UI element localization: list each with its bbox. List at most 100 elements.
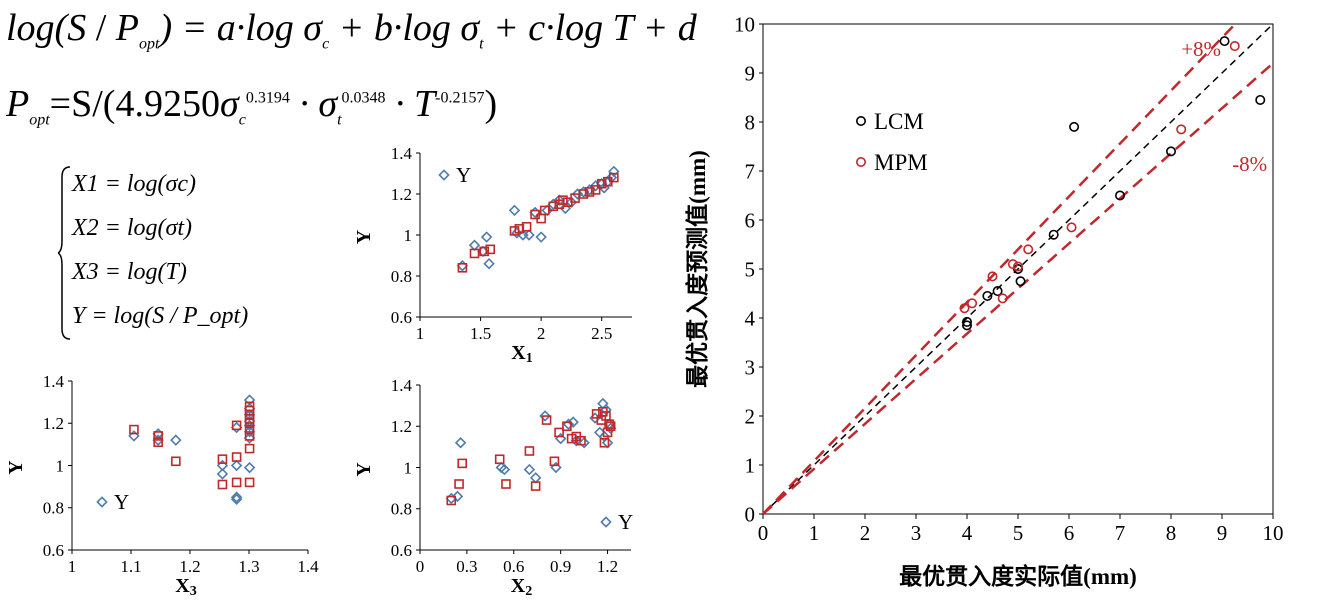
data-point <box>216 459 229 472</box>
x-tick-label: 10 <box>1263 521 1284 545</box>
reference-line <box>762 23 1274 515</box>
data-point <box>457 262 468 273</box>
y-tick-label: 1 <box>745 453 756 477</box>
data-point <box>244 431 255 441</box>
data-point <box>1015 276 1026 287</box>
data-point <box>1229 41 1240 52</box>
data-point <box>541 415 552 425</box>
data-point <box>1023 244 1034 255</box>
y-tick-label: 2 <box>745 404 756 428</box>
data-point <box>243 461 256 474</box>
y-tick-label: 0.8 <box>43 499 64 518</box>
x-axis-title: X3 <box>175 575 196 599</box>
data-point <box>1255 94 1266 105</box>
x-tick-label: 1 <box>68 557 77 576</box>
data-point <box>494 454 505 465</box>
y-tick-label: 5 <box>745 257 756 281</box>
y-axis-title: Y <box>353 462 375 477</box>
data-point <box>511 227 523 239</box>
y-tick-label: 6 <box>745 208 756 232</box>
data-point <box>982 290 993 301</box>
reference-line-label: -8% <box>1232 152 1267 176</box>
y-tick-label: 1 <box>56 456 65 475</box>
data-point <box>997 293 1008 304</box>
y-tick-label: 0.6 <box>43 541 64 560</box>
y-tick-label: 7 <box>745 159 756 183</box>
x-tick-label: 0.6 <box>503 557 524 576</box>
y-tick-label: 8 <box>745 110 756 134</box>
y-axis-title: Y <box>353 229 375 244</box>
x-tick-label: 1.1 <box>120 557 141 576</box>
x-tick-label: 7 <box>1115 521 1126 545</box>
x-tick-label: 1.2 <box>179 557 200 576</box>
data-point <box>1069 121 1080 132</box>
reference-line <box>762 62 1274 515</box>
data-point <box>523 229 535 241</box>
data-point <box>604 419 614 429</box>
x-tick-label: 1.3 <box>238 557 259 576</box>
data-point <box>230 421 243 434</box>
data-point <box>243 419 256 432</box>
data-point <box>987 271 998 282</box>
data-point <box>1176 124 1187 135</box>
data-point <box>243 394 256 406</box>
data-point <box>454 437 467 449</box>
legend-label: Y <box>114 490 129 514</box>
data-point <box>231 477 242 488</box>
y-tick-label: 9 <box>745 61 756 85</box>
y-tick-label: 3 <box>745 355 756 379</box>
data-point <box>483 257 495 270</box>
x-axis-title: X2 <box>511 575 532 599</box>
def-x3: X3 = log(T) <box>72 259 187 285</box>
x-tick-label: 2 <box>860 521 871 545</box>
data-point <box>244 443 255 454</box>
x-tick-label: 1 <box>809 521 820 545</box>
x-tick-label: 2 <box>537 324 546 343</box>
x-tick-label: 2.5 <box>591 324 612 343</box>
x-tick-label: 0 <box>758 521 769 545</box>
legend-label: Y <box>456 163 471 187</box>
y-tick-label: 1.2 <box>43 414 64 433</box>
data-point <box>451 490 464 503</box>
data-point <box>469 248 480 259</box>
y-tick-label: 1.2 <box>391 417 412 436</box>
left-brace <box>58 166 71 340</box>
data-point <box>498 463 511 476</box>
data-point <box>992 286 1003 297</box>
data-point <box>153 437 163 448</box>
y-tick-label: 1.4 <box>43 372 65 391</box>
data-point <box>230 493 243 506</box>
data-point <box>171 456 181 467</box>
def-x2: X2 = log(σt) <box>72 215 193 241</box>
data-point <box>549 456 560 467</box>
x-tick-label: 4 <box>962 521 973 545</box>
data-point <box>584 187 595 197</box>
legend-marker <box>438 169 450 181</box>
x-axis-title-subscript: 2 <box>525 584 532 599</box>
y-tick-label: 0.8 <box>391 267 412 286</box>
data-point <box>217 454 228 464</box>
data-point <box>539 410 551 422</box>
data-point <box>967 298 978 309</box>
variable-definitions: X1 = log(σc) X2 = log(σt) X3 = log(T) Y … <box>58 165 298 341</box>
data-point <box>521 222 532 232</box>
data-point <box>523 463 536 476</box>
data-point <box>457 458 468 469</box>
def-y: Y = log(S / P_opt) <box>72 303 249 329</box>
x-axis-title-subscript: 3 <box>190 584 197 599</box>
legend-marker <box>855 157 866 168</box>
data-point <box>153 431 163 441</box>
data-point <box>217 479 228 490</box>
data-point <box>558 195 568 205</box>
x-tick-label: 3 <box>911 521 922 545</box>
data-point <box>243 425 256 438</box>
data-point <box>562 421 572 432</box>
legend-marker <box>96 496 108 508</box>
data-point <box>501 479 511 489</box>
fit-exp-T: -0.2157 <box>435 89 485 107</box>
data-point <box>244 424 255 435</box>
data-point <box>454 479 464 489</box>
x-tick-label: 6 <box>1064 521 1075 545</box>
